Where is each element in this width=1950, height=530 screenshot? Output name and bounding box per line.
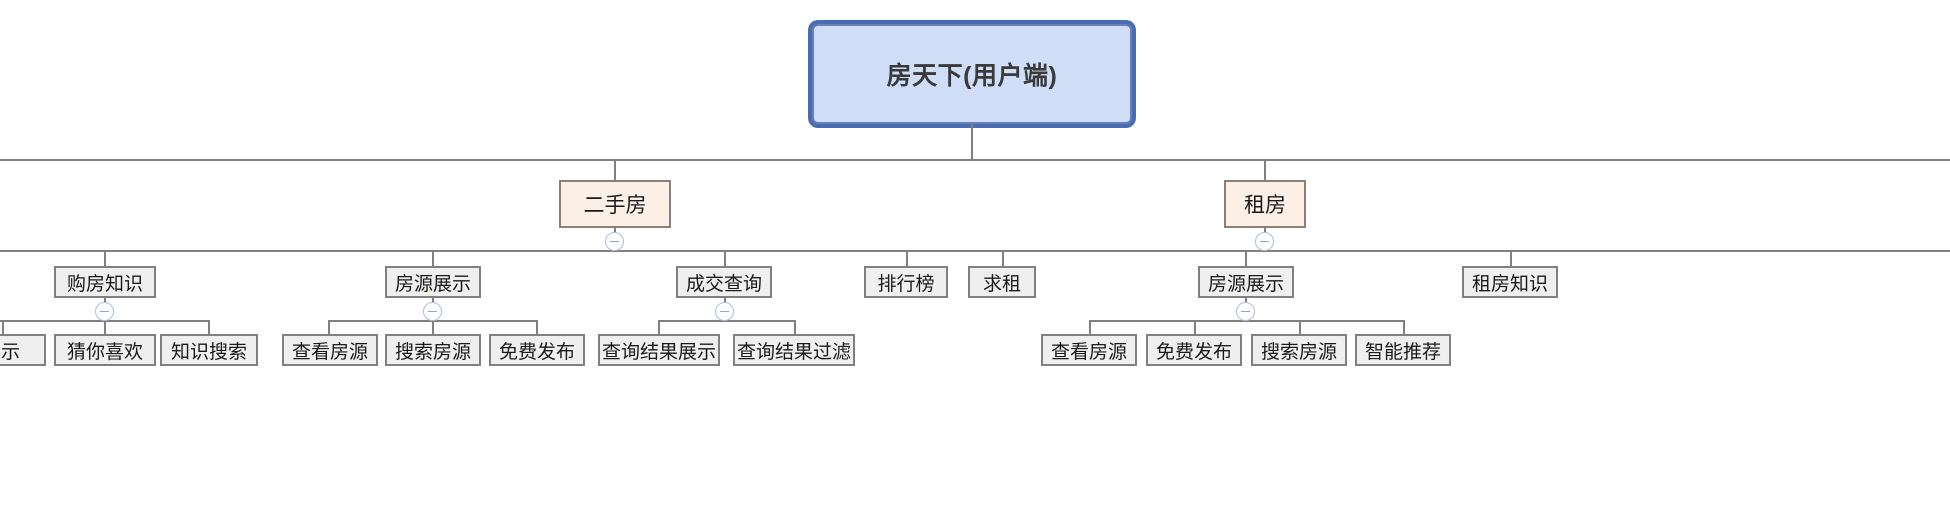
level4-node-label: 知识搜索 [170,341,247,363]
level3-node-chengjiaochaxun[interactable]: 成交查询 [676,266,772,298]
level4-node-cainixihuan[interactable]: 猜你喜欢 [54,334,156,366]
root-node[interactable]: 房天下(用户端) [812,24,1132,124]
level4-node-chakanfangyuan-zufang[interactable]: 查看房源 [1041,334,1137,366]
level3-node-qiuzu[interactable]: 求租 [968,266,1036,298]
level4-node-label: 免费发布 [498,341,575,363]
connector-trunk [0,159,1950,161]
minus-glyph [1260,240,1269,243]
level3-node-paihangbang[interactable]: 排行榜 [864,266,948,298]
connector-bus-to-qiuzu [1002,250,1004,266]
level4-node-label: 搜索房源 [394,341,471,363]
level4-node-label: 查询结果过滤 [736,341,851,363]
level3-node-label: 房源展示 [1207,273,1284,295]
level3-node-fangyuanzhanshi-ershoufang[interactable]: 房源展示 [385,266,481,298]
level4-node-zhinengtuijian[interactable]: 智能推荐 [1355,334,1451,366]
root-node-label: 房天下(用户端) [886,62,1058,90]
level3-node-label: 排行榜 [877,273,935,295]
minus-glyph [610,240,619,243]
connector-bus-to-chengjiaochaxun [724,250,726,266]
connector-to-zhinengtuijian [1403,320,1405,334]
level3-node-fangyuanzhanshi-zufang[interactable]: 房源展示 [1198,266,1294,298]
collapse-minus-icon-fangyuanzhanshi-1[interactable] [423,302,442,321]
level4-node-chaxunjieguozhanshi[interactable]: 查询结果展示 [598,334,720,366]
level3-node-label: 购房知识 [66,273,143,295]
level3-node-label: 房源展示 [394,273,471,295]
collapse-minus-icon-fangyuanzhanshi-2[interactable] [1236,302,1255,321]
connector-to-mianfeifabu-2 [1194,320,1196,334]
level4-node-label: 查看房源 [291,341,368,363]
level4-node-chaxunjieguoguolv[interactable]: 查询结果过滤 [733,334,855,366]
connector-bus-to-zufangzhishi [1510,250,1512,266]
level4-node-chakanfangyuan-ershoufang[interactable]: 查看房源 [282,334,378,366]
connector-bus-to-goufangzhishi [104,250,106,266]
level2-node-label: 租房 [1244,194,1286,217]
collapse-minus-icon-chengjiaochaxun[interactable] [715,302,734,321]
connector-to-sousuofangyuan-1 [432,320,434,334]
connector-bus-to-fangyuanzhanshi-1 [432,250,434,266]
level4-node-mianfeifabu-ershoufang[interactable]: 免费发布 [489,334,585,366]
connector-to-cainixihuan [104,320,106,334]
level4-node-zhanshi[interactable]: 展示 [0,334,46,366]
connector-to-chakanfangyuan-1 [328,320,330,334]
connector-bus-chengjiaochaxun-children [658,320,796,322]
connector-trunk-to-ershoufang [614,159,616,180]
minus-glyph [1241,310,1250,313]
level4-node-sousuofangyuan-ershoufang[interactable]: 搜索房源 [385,334,481,366]
level4-node-mianfeifabu-zufang[interactable]: 免费发布 [1146,334,1242,366]
level4-node-label: 展示 [0,341,20,363]
connector-to-chaxunjieguozhanshi [658,320,660,334]
level4-node-label: 查询结果展示 [601,341,716,363]
connector-to-mianfeifabu-1 [536,320,538,334]
level4-node-label: 搜索房源 [1260,341,1337,363]
collapse-minus-icon-zufang[interactable] [1255,232,1274,251]
level4-node-zhishisousuo[interactable]: 知识搜索 [160,334,258,366]
minus-glyph [100,310,109,313]
connector-to-zhanshi [2,320,4,334]
connector-trunk-to-zufang [1264,159,1266,180]
level4-node-label: 查看房源 [1050,341,1127,363]
connector-to-zhishisousuo [208,320,210,334]
level3-node-goufangzhishi[interactable]: 购房知识 [54,266,156,298]
level4-node-label: 智能推荐 [1364,341,1441,363]
minus-glyph [428,310,437,313]
connector-bus-fangyuanzhanshi2-children [1089,320,1405,322]
collapse-minus-icon-goufangzhishi[interactable] [95,302,114,321]
level4-node-sousuofangyuan-zufang[interactable]: 搜索房源 [1251,334,1347,366]
connector-root-stem [971,124,973,160]
connector-bus-to-paihangbang [906,250,908,266]
connector-bus-level3-left [0,250,1950,252]
connector-bus-to-fangyuanzhanshi-2 [1245,250,1247,266]
level2-node-ershoufang[interactable]: 二手房 [559,180,671,228]
connector-to-sousuofangyuan-2 [1299,320,1301,334]
level3-node-label: 求租 [982,273,1021,295]
connector-to-chaxunjieguoguolv [794,320,796,334]
connector-to-chakanfangyuan-2 [1089,320,1091,334]
collapse-minus-icon-ershoufang[interactable] [605,232,624,251]
minus-glyph [720,310,729,313]
level3-node-label: 成交查询 [685,273,762,295]
level2-node-zufang[interactable]: 租房 [1224,180,1306,228]
level4-node-label: 猜你喜欢 [66,341,143,363]
level4-node-label: 免费发布 [1155,341,1232,363]
level2-node-label: 二手房 [583,194,647,217]
level3-node-zufangzhishi[interactable]: 租房知识 [1462,266,1558,298]
level3-node-label: 租房知识 [1471,273,1548,295]
